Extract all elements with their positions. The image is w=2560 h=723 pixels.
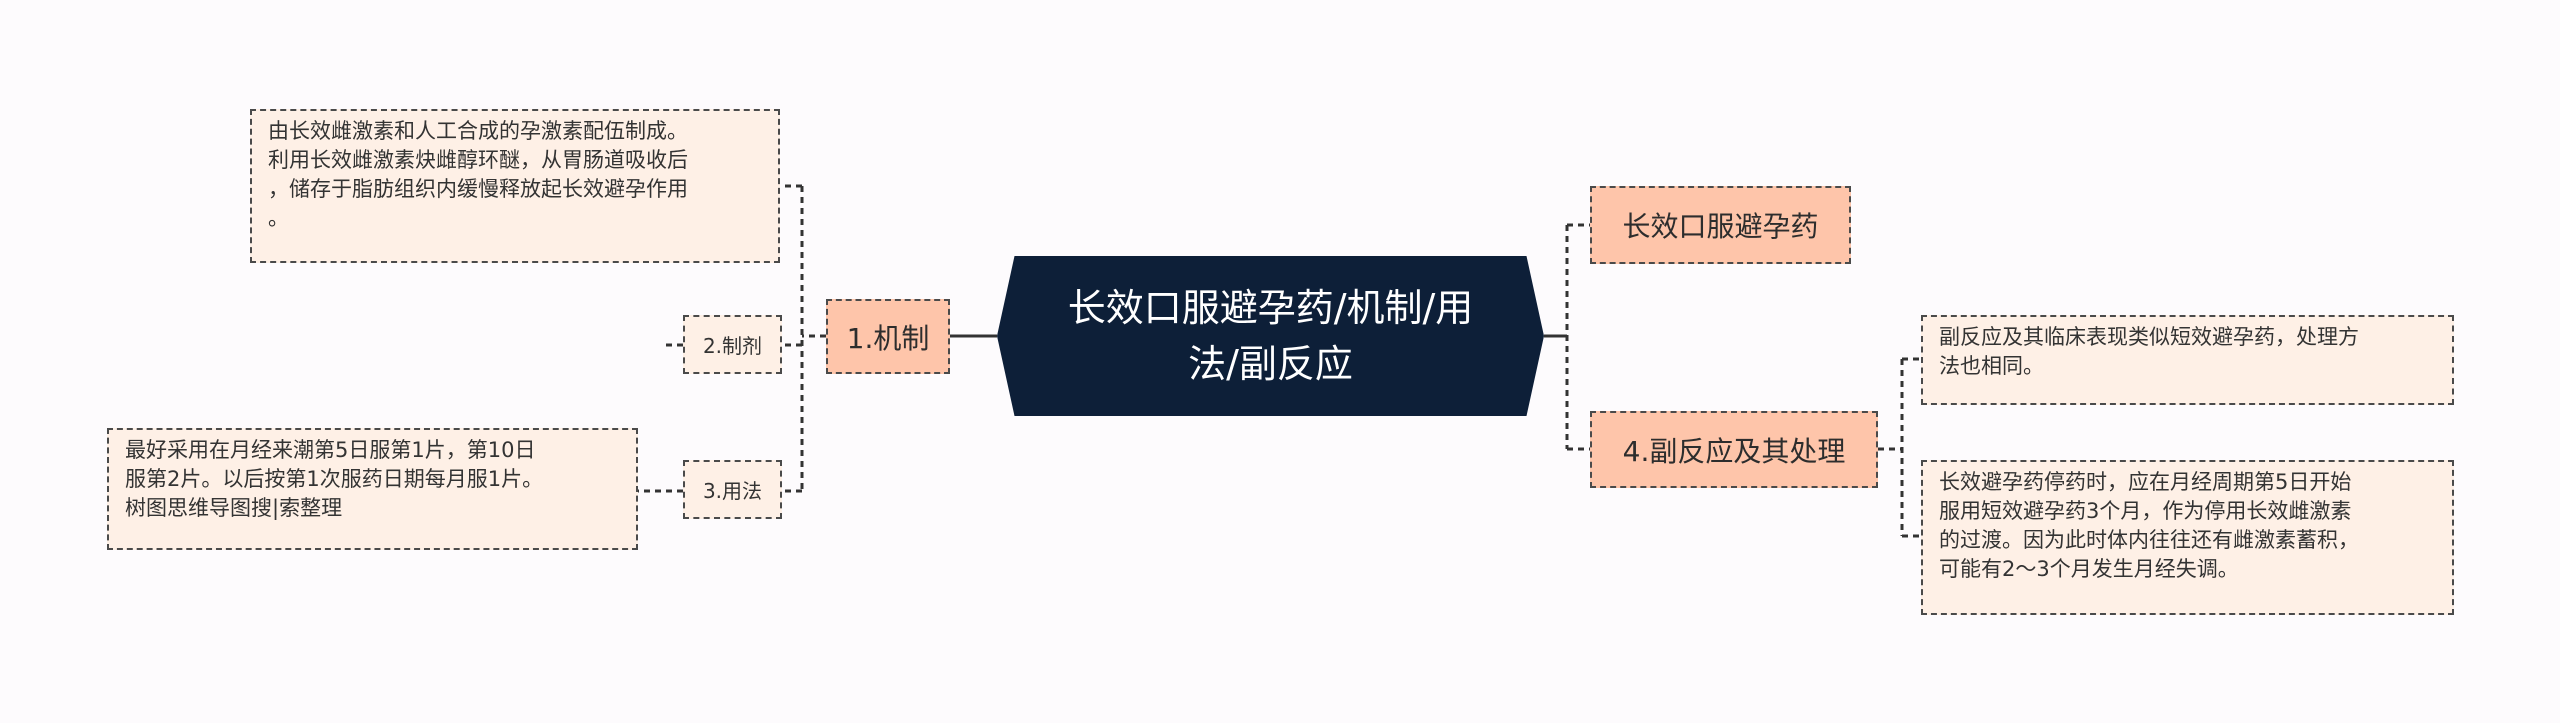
link-mechanism-trunk [780, 184, 826, 493]
side-effects-detail-line: 可能有2～3个月发生月经失调。 [1939, 557, 2239, 581]
formulation-label: 2.制剂 [702, 334, 763, 358]
usage-label: 3.用法 [702, 479, 763, 503]
central-title-line-1: 长效口服避孕药/机制/用 [1067, 286, 1474, 330]
side-effects-detail-line: 副反应及其临床表现类似短效避孕药，处理方 [1939, 325, 2359, 349]
formulation-detail-line: 。 [268, 206, 289, 230]
side-effects-detail-line: 长效避孕药停药时，应在月经周期第5日开始 [1939, 470, 2352, 494]
mechanism-label: 1.机制 [846, 321, 930, 355]
formulation-detail-line: ，储存于脂肪组织内缓慢释放起长效避孕作用 [268, 177, 688, 201]
usage-detail-text: 最好采用在月经来潮第5日服第1片，第10日 服第2片。以后按第1次服药日期每月服… [125, 436, 543, 523]
usage-detail-line: 服第2片。以后按第1次服药日期每月服1片。 [125, 467, 544, 491]
mechanism-node[interactable]: 1.机制 [826, 299, 950, 374]
side-effects-label: 4.副反应及其处理 [1622, 434, 1846, 468]
usage-detail-node[interactable]: 最好采用在月经来潮第5日服第1片，第10日 服第2片。以后按第1次服药日期每月服… [107, 428, 638, 550]
formulation-detail-text: 由长效雌激素和人工合成的孕激素配伍制成。 利用长效雌激素炔雌醇环醚，从胃肠道吸收… [268, 117, 688, 233]
side-effects-detail-2-node[interactable]: 长效避孕药停药时，应在月经周期第5日开始 服用短效避孕药3个月，作为停用长效雌激… [1921, 460, 2454, 615]
formulation-detail-node[interactable]: 由长效雌激素和人工合成的孕激素配伍制成。 利用长效雌激素炔雌醇环醚，从胃肠道吸收… [250, 109, 780, 263]
side-effects-detail-line: 服用短效避孕药3个月，作为停用长效雌激素 [1939, 499, 2352, 523]
formulation-detail-line: 利用长效雌激素炔雌醇环醚，从胃肠道吸收后 [268, 148, 688, 172]
side-effects-detail-1-text: 副反应及其临床表现类似短效避孕药，处理方 法也相同。 [1939, 323, 2359, 381]
side-effects-detail-1-node[interactable]: 副反应及其临床表现类似短效避孕药，处理方 法也相同。 [1921, 315, 2454, 405]
formulation-detail-line: 由长效雌激素和人工合成的孕激素配伍制成。 [268, 119, 688, 143]
usage-node[interactable]: 3.用法 [683, 460, 782, 519]
side-effects-detail-line: 的过渡。因为此时体内往往还有雌激素蓄积， [1939, 528, 2359, 552]
side-effects-detail-line: 法也相同。 [1939, 354, 2044, 378]
central-topic-node[interactable]: 长效口服避孕药/机制/用 法/副反应 [997, 256, 1544, 416]
long-acting-topic-node[interactable]: 长效口服避孕药 [1590, 186, 1851, 264]
side-effects-node[interactable]: 4.副反应及其处理 [1590, 411, 1878, 488]
link-right-trunk [1565, 223, 1590, 451]
formulation-node[interactable]: 2.制剂 [683, 315, 782, 374]
link-side-effects-leaves [1878, 357, 1921, 538]
central-topic-text: 长效口服避孕药/机制/用 法/副反应 [1068, 280, 1474, 392]
usage-detail-line: 最好采用在月经来潮第5日服第1片，第10日 [125, 438, 536, 462]
side-effects-detail-2-text: 长效避孕药停药时，应在月经周期第5日开始 服用短效避孕药3个月，作为停用长效雌激… [1939, 468, 2359, 584]
long-acting-topic-label: 长效口服避孕药 [1622, 210, 1819, 243]
central-title-line-2: 法/副反应 [1188, 342, 1353, 386]
usage-detail-line: 树图思维导图搜|索整理 [125, 496, 343, 520]
